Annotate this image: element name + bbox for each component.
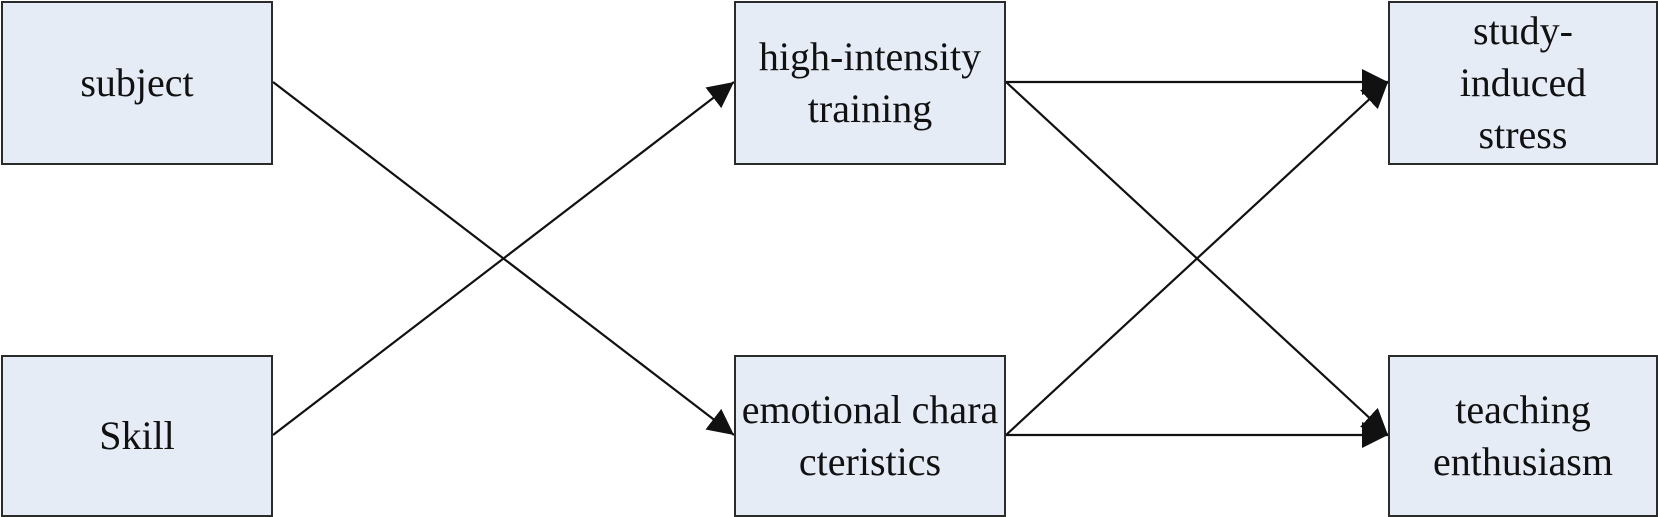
node-teaching-enthusiasm-label: teaching enthusiasm [1433, 387, 1613, 484]
node-study-induced-stress-label: study-induced stress [1459, 8, 1587, 157]
node-skill: Skill [1, 355, 273, 517]
node-study-induced-stress: study-induced stress [1388, 1, 1658, 165]
node-teaching-enthusiasm: teaching enthusiasm [1388, 355, 1658, 517]
node-subject-label: subject [80, 60, 194, 105]
node-high-intensity-training: high-intensity training [734, 1, 1006, 165]
edges-layer [272, 69, 1389, 448]
node-skill-label: Skill [99, 413, 175, 458]
node-emotional-characteristics: emotional characteristics [734, 355, 1006, 517]
arrow-skill-to-high-intensity-training [272, 81, 735, 436]
node-emotional-characteristics-label: emotional characteristics [741, 387, 999, 484]
arrow-emotional-characteristics-to-study-induced-stress [1005, 81, 1389, 436]
node-high-intensity-training-label: high-intensity training [758, 34, 982, 131]
node-subject: subject [1, 1, 273, 165]
